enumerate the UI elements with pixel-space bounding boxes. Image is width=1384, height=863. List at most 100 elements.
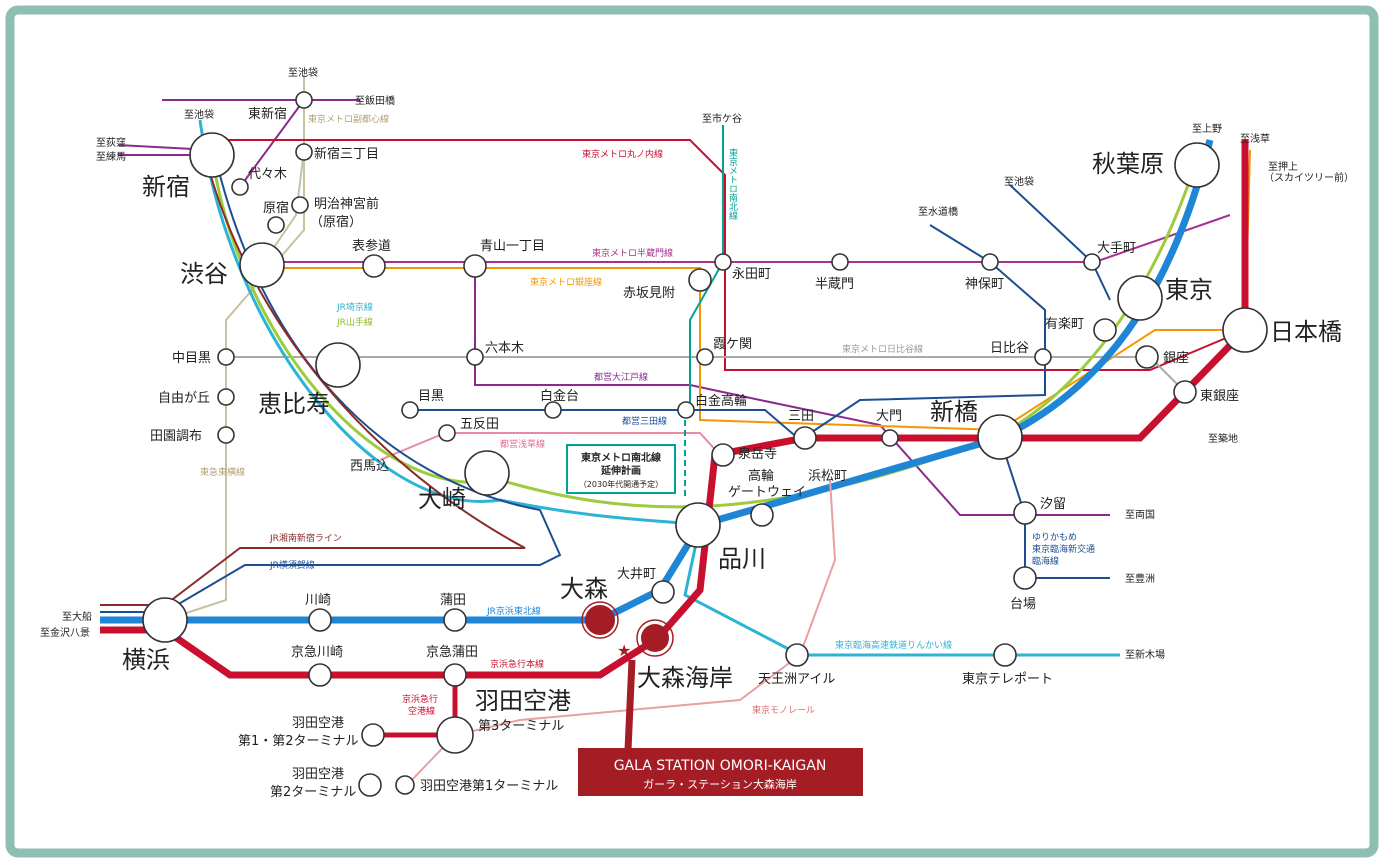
label-jiyugaoka: 自由が丘	[158, 391, 210, 406]
label-tokyo-teleport: 東京テレポート	[962, 671, 1053, 687]
saikyo-line	[198, 119, 1120, 657]
fukutoshin-line	[261, 75, 305, 266]
label-haneda-t2-2: 第2ターミナル	[270, 785, 356, 800]
label-higashi-shinjuku: 東新宿	[248, 106, 287, 122]
line-hibiya: 東京メトロ日比谷線	[842, 343, 923, 355]
label-haneda-t2-1: 羽田空港	[292, 767, 344, 782]
label-haneda-t3: 第3ターミナル	[478, 719, 564, 734]
label-mita: 三田	[788, 409, 814, 424]
label-osaki: 大崎	[418, 485, 466, 513]
map-frame	[5, 5, 1379, 858]
label-shiodome: 汐留	[1040, 496, 1066, 512]
shonan-shinjuku-line	[100, 154, 526, 606]
label-takanawa-gateway-1: 高輪	[748, 468, 774, 484]
label-haneda-t1-monorail: 羽田空港第1ターミナル	[420, 779, 558, 794]
line-oedo: 都営大江戸線	[594, 371, 648, 383]
dir-kanazawa-hakkei: 至金沢八景	[40, 626, 90, 639]
label-meiji-jingumae: 明治神宮前	[314, 196, 379, 212]
label-shimbashi: 新橋	[930, 398, 978, 426]
line-yokosuka: JR横須賀線	[269, 559, 315, 571]
dir-suidobashi: 至水道橋	[918, 205, 958, 218]
line-shonan-shinjuku: JR湘南新宿ライン	[269, 532, 342, 544]
dir-ikebukuro-left: 至池袋	[184, 108, 214, 121]
dir-tsukiji: 至築地	[1208, 432, 1238, 445]
label-omori: 大森	[560, 575, 608, 603]
yamanote-line	[210, 154, 1197, 509]
line-namboku-vertical: 東京メトロ南北線	[727, 147, 738, 220]
dir-oshiage-2: （スカイツリー前）	[1264, 171, 1354, 184]
label-shinjuku: 新宿	[142, 173, 190, 201]
label-denenchofu: 田園調布	[150, 429, 202, 444]
label-naka-meguro: 中目黒	[172, 351, 211, 366]
label-tennozu-isle: 天王洲アイル	[758, 672, 835, 687]
label-keikyu-kawasaki: 京急川崎	[291, 645, 343, 660]
label-oimachi: 大井町	[617, 567, 656, 582]
label-akasaka-mitsuke: 赤坂見附	[623, 286, 675, 301]
label-daiba: 台場	[1010, 597, 1036, 612]
label-nagatacho: 永田町	[732, 267, 771, 282]
label-harajuku: 原宿	[263, 200, 289, 216]
label-akihabara: 秋葉原	[1092, 150, 1164, 178]
line-toyoko: 東急東横線	[200, 466, 245, 478]
line-keikyu-airport-1: 京浜急行	[402, 693, 438, 705]
line-keihin-tohoku: JR京浜東北線	[486, 605, 541, 617]
station-markers	[142, 91, 1268, 797]
label-higashi-ginza: 東銀座	[1200, 388, 1239, 404]
oedo-line	[162, 99, 1110, 516]
label-ebisu: 恵比寿	[258, 390, 330, 418]
label-shinagawa: 品川	[718, 545, 766, 573]
label-shirokanedai: 白金台	[540, 388, 579, 404]
dir-iidabashi: 至飯田橋	[355, 94, 395, 107]
line-monorail: 東京モノレール	[752, 704, 815, 716]
hibiya-line	[226, 356, 1186, 393]
label-keikyu-kamata: 京急蒲田	[426, 645, 478, 660]
line-ginza: 東京メトロ銀座線	[530, 276, 602, 288]
label-haneda-t12-2: 第1・第2ターミナル	[238, 734, 359, 749]
dir-nerima: 至練馬	[96, 150, 126, 163]
line-rinkai: 東京臨海高速鉄道りんかい線	[835, 639, 952, 651]
label-haneda-airport: 羽田空港	[475, 687, 571, 715]
dir-ichigaya: 至市ケ谷	[702, 112, 742, 125]
label-ginza: 銀座	[1163, 351, 1189, 366]
label-kasumigaseki: 霞ケ関	[713, 337, 752, 352]
label-hanzomon: 半蔵門	[815, 277, 854, 292]
line-mita: 都営三田線	[622, 415, 667, 427]
namboku-line	[689, 125, 724, 410]
label-roppongi: 六本木	[485, 341, 524, 356]
dir-ofuna: 至大船	[62, 610, 92, 623]
label-omori-kaigan: 大森海岸	[637, 664, 733, 692]
label-nihonbashi: 日本橋	[1270, 318, 1342, 346]
dir-oshiage-1: 至押上	[1268, 160, 1298, 173]
label-takanawa-gateway-2: ゲートウェイ	[728, 485, 806, 500]
yurikamome-line	[999, 437, 1110, 579]
property-star-icon: ★	[617, 641, 631, 660]
asakusa-line	[379, 432, 721, 461]
property-name-jp: ガーラ・ステーション大森海岸	[643, 777, 797, 791]
keihin-tohoku-line	[100, 139, 1214, 624]
label-haneda-t12-1: 羽田空港	[292, 716, 344, 731]
marunouchi-line	[212, 139, 1246, 371]
property-label-box: GALA STATION OMORI-KAIGAN ガーラ・ステーション大森海岸	[578, 748, 863, 796]
namboku-extension-box: 東京メトロ南北線 延伸計画 （2030年代開通予定）	[566, 444, 676, 494]
dir-shinkiba: 至新木場	[1125, 648, 1165, 661]
label-hibiya: 日比谷	[990, 341, 1029, 356]
line-yurikamome-1: ゆりかもめ	[1032, 532, 1077, 543]
label-jimbocho: 神保町	[965, 277, 1004, 292]
line-marunouchi: 東京メトロ丸ノ内線	[582, 148, 663, 160]
label-kamata: 蒲田	[440, 593, 466, 608]
property-name-en: GALA STATION OMORI-KAIGAN	[614, 758, 827, 774]
line-hanzomon: 東京メトロ半蔵門線	[592, 247, 673, 259]
label-shibuya: 渋谷	[180, 260, 228, 288]
dir-ryogoku: 至両国	[1125, 509, 1155, 521]
label-yokohama: 横浜	[122, 646, 170, 674]
label-sengakuji: 泉岳寺	[738, 446, 777, 462]
label-yurakucho: 有楽町	[1045, 316, 1084, 332]
toyoko-line	[164, 100, 305, 621]
property-pointer	[624, 659, 636, 751]
line-yurikamome-2: 東京臨海新交通	[1032, 543, 1095, 555]
dir-ikebukuro-right: 至池袋	[1004, 175, 1034, 188]
label-aoyama-itchome: 青山一丁目	[480, 239, 545, 254]
dir-toyosu: 至豊洲	[1125, 572, 1155, 585]
label-meguro: 目黒	[418, 389, 444, 404]
